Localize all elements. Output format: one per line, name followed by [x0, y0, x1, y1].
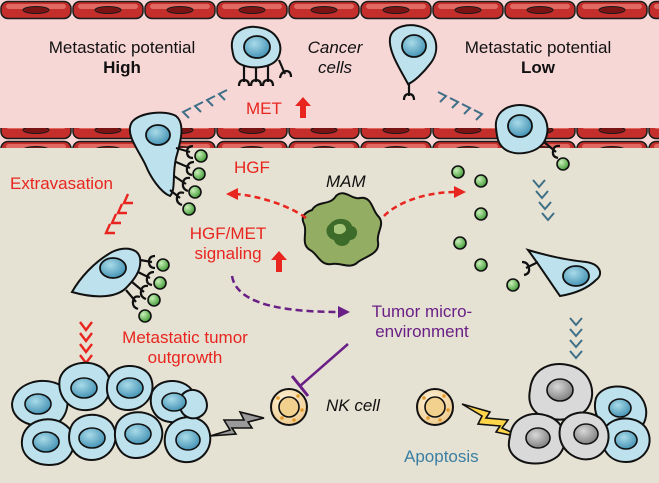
circulating-cancer-cell-high [230, 25, 293, 87]
tumor-microenvironment-arrow [230, 275, 350, 318]
cancer-cells-line2: cells [317, 57, 352, 77]
extravasation-arrows [79, 193, 133, 365]
adhering-cancer-cell-low [494, 104, 561, 160]
nk-cell [270, 388, 308, 426]
metastatic-tumor-outgrowth-label: Metastatic tumor outgrowth [110, 328, 260, 367]
metastatic-tumor-mass [10, 361, 212, 466]
nk-cell-right [416, 388, 454, 426]
hgf-label: HGF [234, 158, 270, 177]
hgf-met-line1: HGF/MET [189, 224, 267, 243]
tumor-micro-line1: Tumor micro- [371, 302, 473, 321]
inhibition-bar-icon [290, 343, 349, 397]
metastatic-high-line1: Metastatic potential [48, 38, 196, 57]
migrating-cancer-cell-right [521, 248, 602, 298]
mam-macrophage [301, 192, 383, 267]
metastatic-tumor-line1: Metastatic tumor [122, 328, 248, 347]
apoptosis-label: Apoptosis [404, 447, 479, 466]
circulating-cancer-cell-low [388, 24, 438, 101]
up-arrow-icon [271, 97, 311, 272]
tumor-micro-line2: environment [375, 321, 469, 341]
cancer-cells-label: Cancer cells [290, 38, 380, 77]
apoptotic-cells [507, 363, 651, 465]
vessel-wall-top [0, 0, 659, 20]
hgf-met-line2: signaling [194, 243, 262, 263]
blood-vessel-lumen [0, 0, 659, 145]
hgf-ligands-right [451, 157, 570, 292]
metastatic-potential-high-label: Metastatic potential High [12, 38, 232, 77]
migrating-cancer-cell-left [70, 247, 170, 323]
migration-arrows-vessel [181, 89, 484, 121]
nk-cell-label: NK cell [326, 396, 380, 415]
metastatic-tumor-line2: outgrowth [147, 347, 223, 367]
extravasation-label: Extravasation [10, 174, 113, 193]
metastatic-potential-low-label: Metastatic potential Low [428, 38, 648, 77]
hgf-met-signaling-label: HGF/MET signaling [180, 224, 276, 263]
mam-label: MAM [326, 172, 366, 191]
metastatic-low-line2: Low [521, 57, 555, 77]
metastatic-high-line2: High [103, 57, 141, 77]
hgf-secretion-arrows [226, 186, 466, 220]
tumor-microenvironment-label: Tumor micro- environment [354, 302, 490, 341]
met-label: MET [246, 99, 282, 118]
migration-arrows-right [532, 179, 583, 360]
cancer-cells-line1: Cancer [307, 38, 363, 57]
metastatic-low-line1: Metastatic potential [464, 38, 612, 57]
extravasating-cancer-cell [128, 111, 208, 216]
